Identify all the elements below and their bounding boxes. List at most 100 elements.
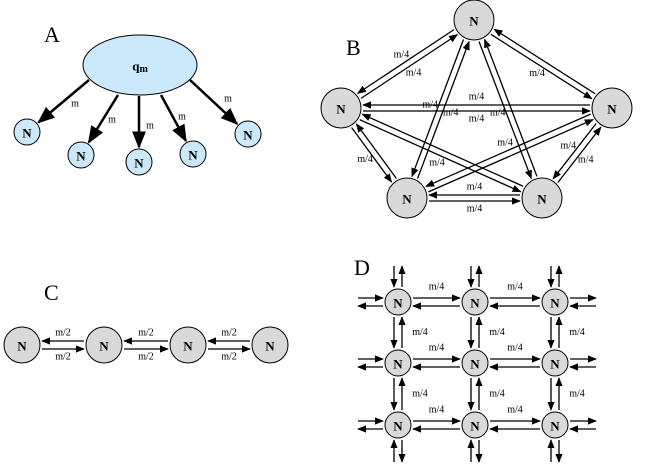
- chain-node-3-label: N: [183, 339, 193, 354]
- panel-label-d: D: [354, 255, 370, 280]
- mesh-edge-2-5-forward: [351, 127, 393, 183]
- grid-node-1-3-label: N: [550, 296, 560, 311]
- grid-node-2-1: [384, 349, 412, 377]
- chain-node-2-label: N: [99, 339, 109, 354]
- leaf-node-1: [13, 118, 41, 146]
- grid-node-3-1: [384, 411, 412, 439]
- hub-node: [82, 34, 198, 96]
- leaf-node-3-label: N: [134, 156, 144, 171]
- mesh-edge-1-2-label-1: m/4: [394, 49, 410, 60]
- mesh-edge-1-5-forward: [411, 39, 465, 178]
- mesh-edge-2-5-backward: [355, 123, 397, 179]
- mesh-edge-2-3-label-1: m/4: [469, 114, 485, 125]
- mesh-node-1: [453, 0, 495, 41]
- grid-node-1-1-label: N: [393, 296, 403, 311]
- chain-edge-1-label-2: m/2: [55, 328, 71, 339]
- hub-subscript: m: [139, 64, 148, 75]
- leaf-node-1-label: N: [22, 126, 32, 141]
- mesh-edge-2-3-label-2: m/4: [469, 92, 485, 103]
- mesh-edge-3-5-forward: [425, 113, 591, 188]
- mesh-edge-1-5-backward: [416, 40, 470, 179]
- hub-to-leaf-arrow-4: [159, 94, 187, 143]
- grid-v-label-1-2: m/4: [489, 327, 505, 338]
- mesh-node-2: [320, 87, 362, 129]
- hub-to-leaf-arrow-1: [37, 79, 90, 124]
- grid-node-2-2: [461, 349, 489, 377]
- panel-label-c: C: [44, 280, 59, 305]
- grid-node-1-2-label: N: [470, 296, 480, 311]
- chain-node-4: [251, 326, 289, 364]
- grid-node-3-1-label: N: [393, 419, 403, 434]
- leaf-node-2-label: N: [76, 149, 86, 164]
- chain-edge-3-label-2: m/2: [221, 328, 237, 339]
- chain-edge-3-label-1: m/2: [221, 352, 237, 363]
- grid-node-1-3: [541, 288, 569, 316]
- mesh-edge-3-5-label-1: m/4: [497, 137, 513, 148]
- mesh-edge-1-4-forward: [478, 41, 532, 180]
- chain-node-1-label: N: [17, 339, 27, 354]
- panel-label-a: A: [44, 22, 60, 47]
- grid-node-3-2: [461, 411, 489, 439]
- mesh-edge-1-2-forward: [356, 29, 455, 94]
- mesh-edge-3-4-label-2: m/4: [578, 154, 594, 165]
- grid-h-label-1-2: m/4: [507, 282, 523, 293]
- mesh-edge-4-5-label-1: m/4: [467, 182, 483, 193]
- grid-node-1-2: [461, 288, 489, 316]
- mesh-edge-3-4-backward: [557, 126, 602, 183]
- grid-v-label-1-1: m/4: [412, 327, 428, 338]
- hub-edge-label-5: m: [224, 94, 232, 105]
- leaf-node-5: [234, 120, 262, 148]
- chain-node-4-label: N: [265, 339, 275, 354]
- grid-h-label-3-1: m/4: [429, 405, 445, 416]
- grid-node-2-2-label: N: [470, 357, 480, 372]
- mesh-node-4-label: N: [537, 192, 547, 207]
- mesh-edge-2-4-backward: [361, 113, 524, 187]
- grid-v-label-2-3: m/4: [569, 389, 585, 400]
- hub-to-leaf-arrow-2: [87, 94, 120, 144]
- mesh-node-5: [386, 177, 428, 219]
- mesh-node-1-label: N: [469, 14, 479, 29]
- grid-node-2-1-label: N: [393, 357, 403, 372]
- mesh-node-3: [591, 87, 633, 129]
- grid-node-2-3: [541, 349, 569, 377]
- grid-node-3-2-label: N: [470, 419, 480, 434]
- mesh-node-3-label: N: [607, 102, 617, 117]
- leaf-node-5-label: N: [243, 128, 253, 143]
- mesh-node-2-label: N: [336, 102, 346, 117]
- grid-h-label-2-2: m/4: [507, 343, 523, 354]
- mesh-edge-2-4-forward: [359, 119, 522, 193]
- leaf-node-4-label: N: [188, 148, 198, 163]
- grid-node-3-3: [541, 411, 569, 439]
- chain-edge-2-label-2: m/2: [138, 328, 154, 339]
- mesh-edge-1-4-label-1: m/4: [490, 107, 506, 118]
- hub-edge-label-1: m: [71, 99, 79, 110]
- grid-node-2-3-label: N: [550, 357, 560, 372]
- grid-v-label-2-2: m/4: [489, 389, 505, 400]
- grid-h-label-1-1: m/4: [429, 282, 445, 293]
- panel-label-b: B: [346, 35, 361, 60]
- mesh-edge-3-4-label-1: m/4: [561, 141, 577, 152]
- grid-h-label-3-2: m/4: [507, 405, 523, 416]
- hub-edge-label-3: m: [146, 121, 154, 132]
- mesh-edge-1-2-backward: [360, 34, 459, 99]
- mesh-edge-1-3-label-1: m/4: [529, 68, 545, 79]
- mesh-node-5-label: N: [402, 192, 412, 207]
- chain-node-1: [3, 326, 41, 364]
- leaf-node-2: [67, 141, 95, 169]
- grid-v-label-1-3: m/4: [569, 327, 585, 338]
- hub-edge-label-2: m: [108, 115, 116, 126]
- mesh-edge-1-5-label-2: m/4: [443, 107, 459, 118]
- grid-v-label-2-1: m/4: [412, 389, 428, 400]
- chain-node-2: [85, 326, 123, 364]
- chain-node-3: [169, 326, 207, 364]
- mesh-edge-4-5-label-2: m/4: [467, 204, 483, 215]
- grid-h-label-2-1: m/4: [429, 343, 445, 354]
- leaf-node-4: [179, 140, 207, 168]
- hub-to-leaf-arrow-5: [189, 79, 239, 125]
- mesh-edge-2-5-label-1: m/4: [357, 154, 373, 165]
- mesh-edge-3-5-backward: [428, 118, 594, 193]
- mesh-node-4: [521, 177, 563, 219]
